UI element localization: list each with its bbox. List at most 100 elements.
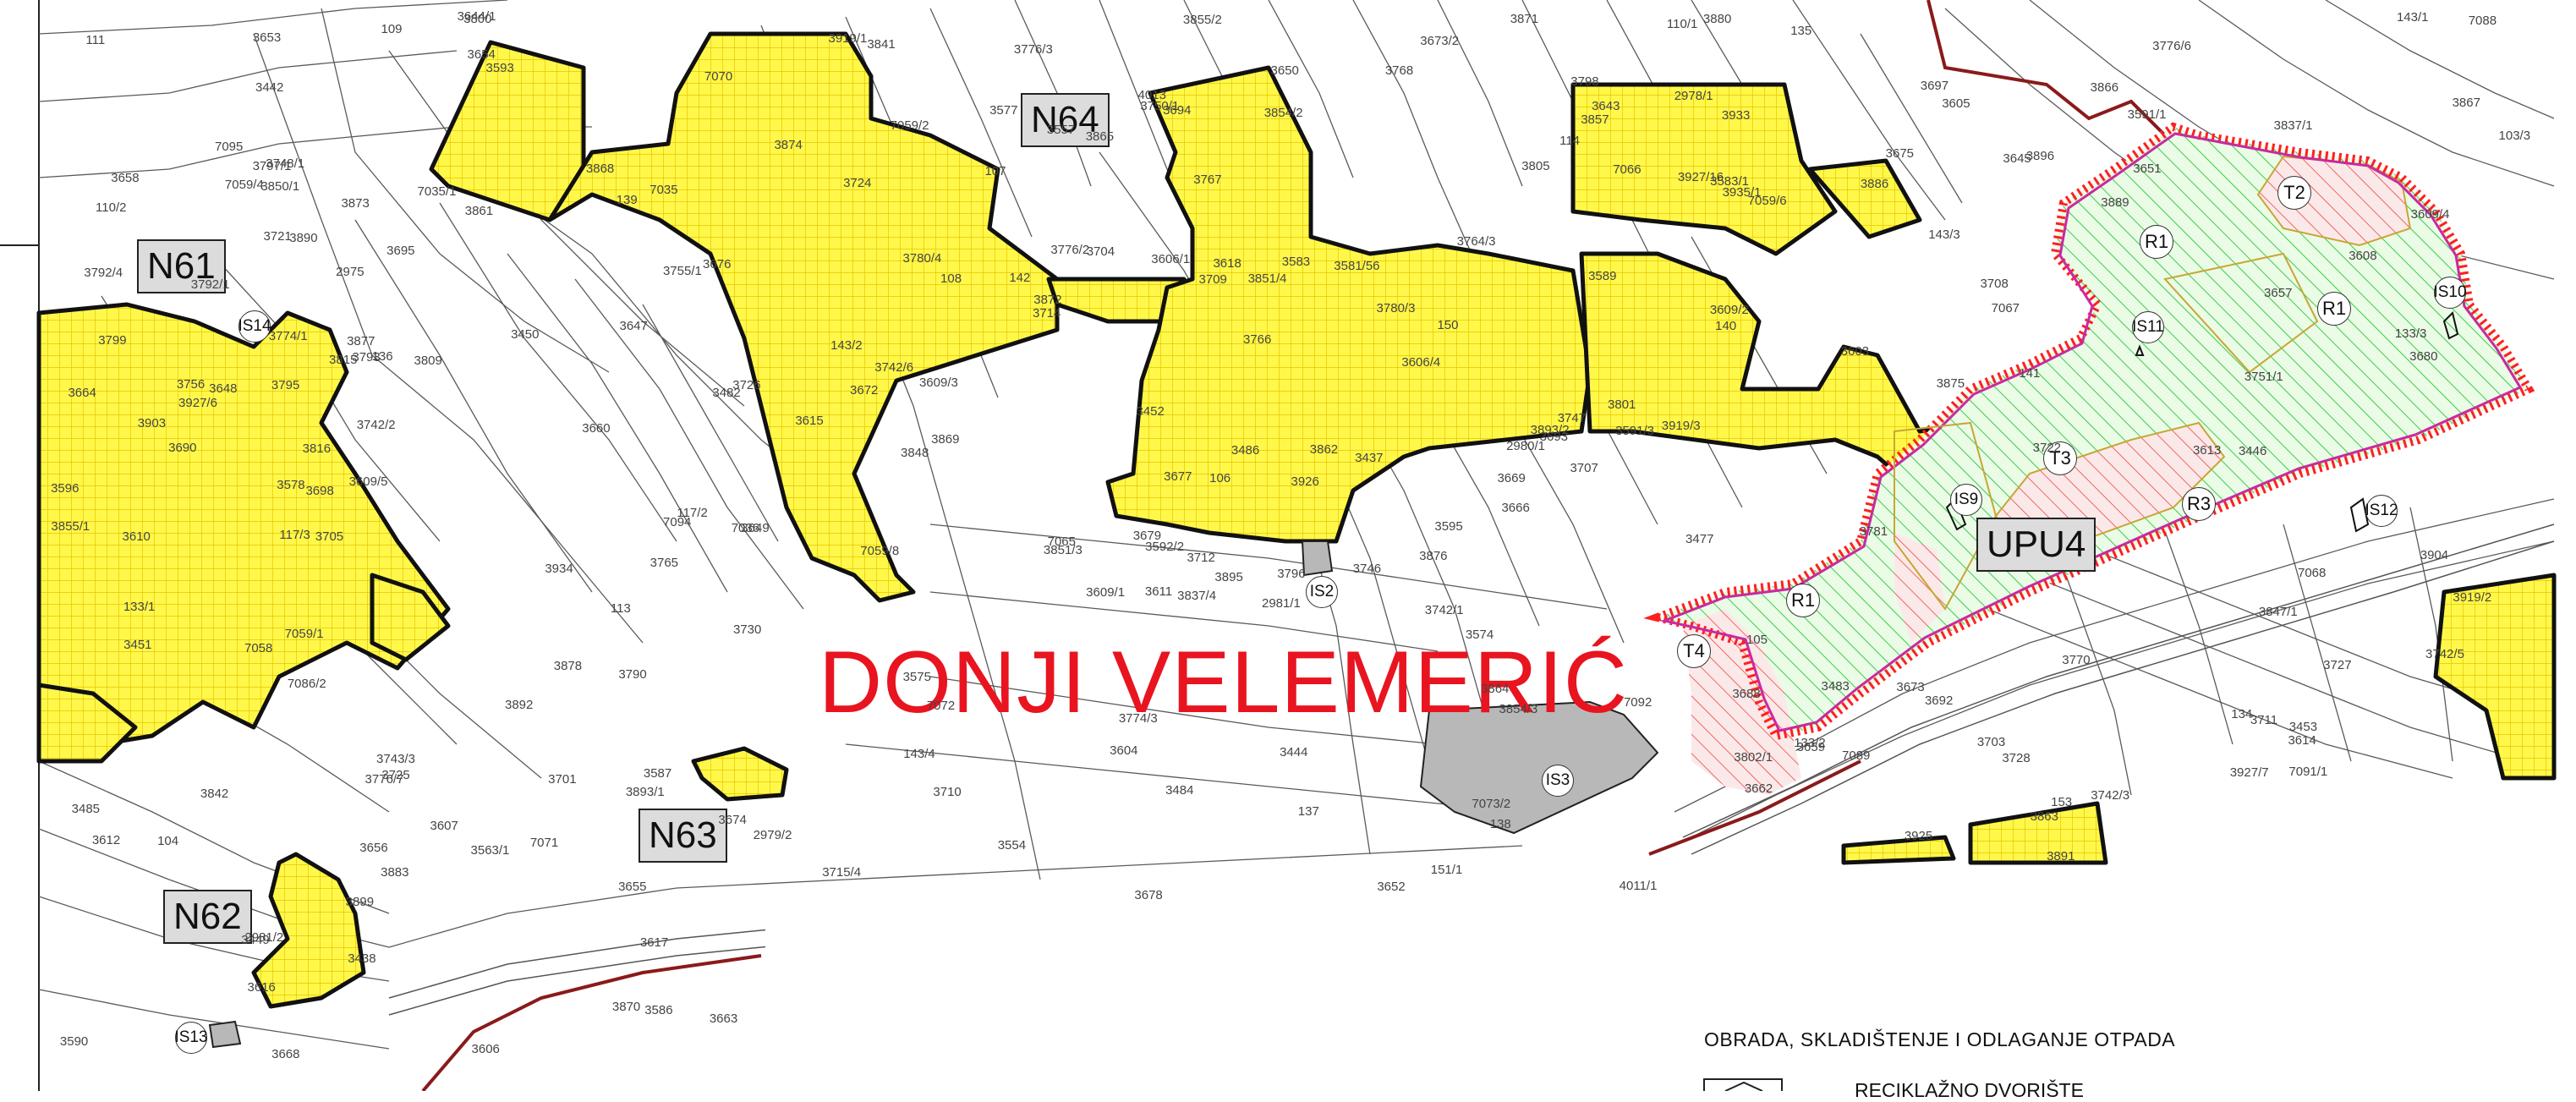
parcel-number: 3610 [122,529,151,545]
parcel-number: 3609/5 [348,474,388,489]
parcel-number: 3842 [200,786,229,801]
parcel-number: 7095 [214,139,244,154]
parcel-number: 2981/2 [244,929,284,945]
parcel-number: 7092 [1623,695,1652,710]
parcel-number: 3652 [1377,880,1406,895]
parcel-number: 3927/7 [2229,765,2269,781]
construction-zones [36,31,2557,1009]
parcel-number: 3748/1 [266,156,305,172]
parcel-number: 3672 [850,383,879,398]
parcel-number: 137 [1297,803,1319,819]
parcel-number: 3892 [504,698,534,713]
zone-code-r3: R3 [2182,487,2216,521]
parcel-number: 3658 [111,170,140,185]
parcel-number: 3792/1 [190,277,230,293]
parcel-number: 3721 [263,229,292,244]
parcel-number: 7059/4 [224,178,264,193]
parcel-number: 3692 [1924,693,1954,708]
parcel-number: 3848 [901,446,929,461]
parcel-number: 7089 [1842,748,1871,764]
parcel-number: 3728 [2002,750,2031,765]
parcel-number: 3867 [2452,95,2480,110]
parcel-number: 3438 [348,951,376,966]
parcel-number: 3837/1 [2273,118,2313,133]
parcel-number: 3444 [1280,745,1308,760]
parcel-number: 3790 [618,666,647,682]
parcel-number: 3583 [1281,255,1311,270]
parcel-number: 3801 [1608,397,1636,412]
infra-code-is2: IS2 [1306,576,1338,608]
parcel-number: 3715/4 [822,864,862,880]
parcel-number: 3747 [1557,411,1587,426]
parcel-number: 3805 [1521,158,1550,173]
parcel-number: 136 [371,349,393,365]
parcel-number: 3649 [741,520,770,535]
parcel-number: 3873 [341,196,370,211]
parcel-number: 109 [381,21,403,36]
parcel-number: 3609/3 [918,376,958,391]
parcel-number: 143/4 [903,746,935,761]
parcel-number: 3666 [1501,500,1530,515]
parcel-number: 3617 [639,935,669,951]
parcel-number: 3841 [867,37,896,52]
parcel-number: 142 [1009,270,1031,285]
parcel-number: 3674 [718,812,747,827]
parcel-number: 3589 [1588,268,1617,283]
parcel-number: 3855/2 [1182,12,1222,27]
parcel-number: 3854/2 [1263,106,1303,121]
legend-symbol-shape [1703,1078,1783,1091]
parcel-number: 3574 [1465,627,1494,642]
parcel-number: 3578 [277,477,305,492]
parcel-number: 3703 [1976,735,2006,750]
parcel-number: 3643 [1592,99,1620,114]
parcel-number: 3864 [1481,681,1510,696]
parcel-number: 3766 [1242,332,1272,348]
parcel-number: 3780/4 [902,251,942,266]
parcel-number: 153 [2051,795,2073,810]
parcel-number: 3663 [709,1011,738,1026]
parcel-number: 110/1 [1666,16,1698,31]
parcel-number: 3595 [1434,519,1463,535]
parcel-number: 3583/1 [1710,173,1750,189]
parcel-number: 3798 [1570,74,1599,90]
parcel-number: 3874 [774,138,803,153]
parcel-number: 3616 [247,979,276,995]
parcel-number: 3875 [1936,376,1965,392]
parcel-number: 7059/6 [1747,194,1787,209]
parcel-number: 3644/1 [457,9,496,25]
parcel-number: 3453 [2288,719,2318,734]
parcel-number: 3891 [2047,849,2075,864]
parcel-number: 3865 [1085,129,1115,144]
parcel-number: 3613 [2192,442,2222,458]
parcel-number: 3730 [732,622,762,637]
parcel-number: 117/3 [279,527,310,542]
parcel-number: 3612 [91,832,121,847]
infra-code-is14: IS14 [238,310,271,343]
parcel-number: 3591/1 [2127,107,2167,122]
parcel-number: 3557 [1046,123,1076,138]
parcel-number: 111 [85,32,106,47]
parcel-number: 3451 [123,638,152,653]
parcel-number: 3767 [1193,173,1222,188]
parcel-number: 141 [2019,366,2041,381]
parcel-number: 3587 [643,765,672,781]
settlement-label-n62: N62 [163,890,252,944]
parcel-number: 3797/1 [252,159,292,174]
parcel-number: 3477 [1685,531,1714,546]
parcel-number: 3725 [381,767,410,782]
parcel-number: 3697 [1920,78,1949,93]
parcel-number: 3710 [933,784,962,799]
parcel-number: 3793 [352,349,381,365]
settlement-label-n63: N63 [639,809,727,863]
parcel-number: 7065 [1047,534,1076,549]
parcel-number: 3851/4 [1247,271,1287,286]
zone-code-r1-south: R1 [1786,584,1820,617]
parcel-number: 3919/2 [2453,590,2492,606]
parcel-number: 3854/3 [1499,701,1538,716]
zone-code-r1-north: R1 [2140,225,2173,259]
infra-code-is9: IS9 [1950,484,1982,516]
parcel-number: 3742/2 [356,417,396,432]
plan-zone-label-upu4: UPU4 [1976,518,2096,572]
parcel-number: 3606/4 [1401,354,1441,370]
parcel-number: 3776/2 [1050,242,1090,257]
